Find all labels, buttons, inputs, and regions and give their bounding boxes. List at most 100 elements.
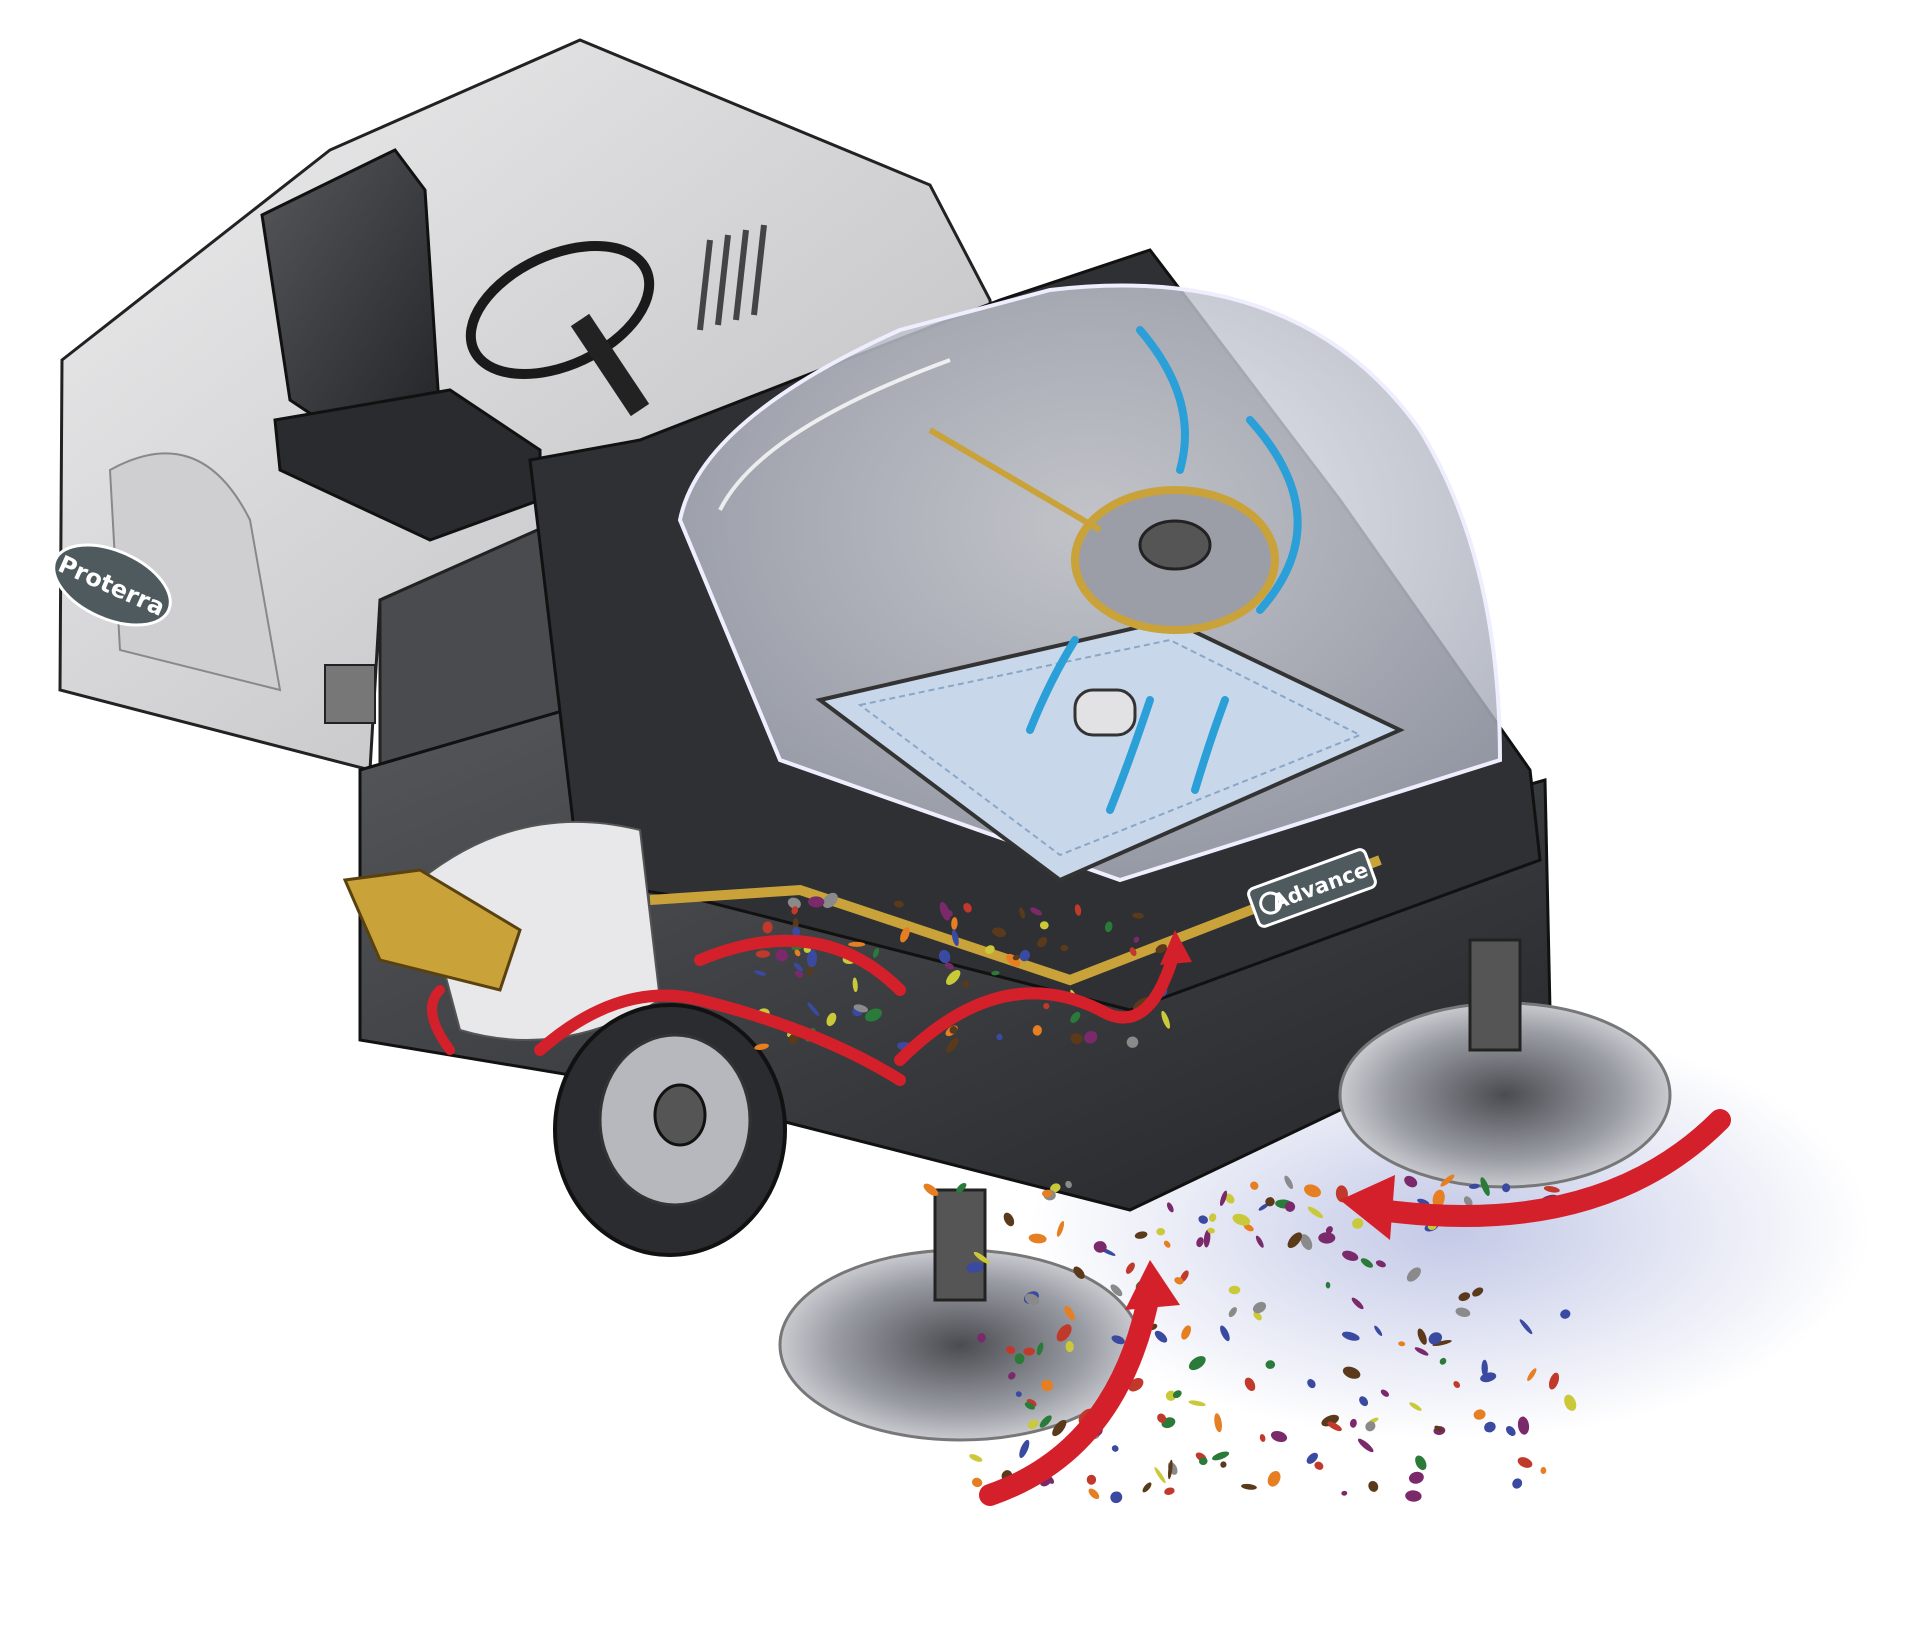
blue-arrow	[1026, 636, 1079, 734]
debris-particle	[1074, 904, 1082, 916]
debris-particle	[793, 962, 803, 972]
debris-particle	[1341, 1331, 1360, 1341]
debris-particle	[1196, 1237, 1204, 1248]
debris-particle	[1540, 1467, 1547, 1474]
debris-particle	[1111, 1445, 1119, 1452]
debris-particle	[1065, 1341, 1074, 1353]
debris-particle	[1064, 1305, 1075, 1321]
debris-particle	[1404, 1175, 1418, 1188]
arrowhead-icon	[1340, 1175, 1395, 1240]
debris-particle	[1037, 936, 1048, 948]
debris-particle	[1065, 1180, 1072, 1189]
debris-particle	[1352, 1218, 1364, 1229]
debris-particle	[794, 949, 801, 957]
debris-particle	[1306, 1452, 1318, 1464]
debris-particle	[1241, 1483, 1257, 1490]
debris-particle	[1468, 1183, 1480, 1189]
debris-particle	[1517, 1416, 1530, 1435]
proterra-badge: Proterra	[52, 543, 172, 627]
debris-particle	[1056, 1324, 1072, 1342]
debris-particle	[1070, 1011, 1081, 1023]
debris-particle	[1104, 921, 1113, 933]
debris-particle	[1284, 1201, 1296, 1212]
debris-particle	[1155, 944, 1167, 954]
debris-particle	[1405, 1490, 1422, 1502]
debris-particle	[1084, 1030, 1098, 1044]
debris-particle	[1398, 1341, 1406, 1347]
debris-particle	[1154, 1467, 1166, 1484]
debris-particle	[1125, 1262, 1135, 1274]
debris-particle	[1287, 1232, 1303, 1249]
debris-particle	[1086, 1474, 1097, 1485]
debris-particle	[806, 949, 818, 968]
debris-particle	[1154, 1330, 1168, 1343]
debris-particle	[1560, 1309, 1571, 1319]
steering-column	[570, 313, 650, 417]
debris-particle	[1060, 944, 1069, 952]
debris-particle	[1440, 1174, 1455, 1187]
debris-particle	[1030, 907, 1042, 916]
debris-particle	[1134, 1231, 1148, 1239]
debris-particle	[1408, 1471, 1424, 1484]
debris-particle	[1110, 1491, 1123, 1504]
debris-particle	[1043, 1003, 1050, 1010]
debris-particle	[1318, 1232, 1336, 1244]
debris-particle	[1003, 1212, 1015, 1227]
debris-particle	[1167, 1459, 1173, 1480]
debris-particle	[973, 1251, 990, 1264]
debris-particle	[1434, 1425, 1444, 1432]
debris-particle	[1019, 907, 1025, 919]
debris-particle	[1110, 1284, 1123, 1297]
debris-particle	[787, 897, 801, 909]
debris-particle	[977, 1333, 986, 1343]
debris-particle	[1093, 1241, 1107, 1253]
debris-particle	[1006, 953, 1021, 967]
blue-arrow	[1136, 326, 1189, 474]
debris-particle	[1253, 1311, 1262, 1321]
debris-particle	[1019, 1439, 1030, 1458]
debris-particle	[1219, 1190, 1228, 1207]
blue-arrow	[1191, 696, 1229, 794]
debris-particle	[791, 906, 799, 915]
debris-particle	[1548, 1372, 1560, 1390]
debris-particle	[1163, 1240, 1171, 1248]
debris-particle	[1073, 1266, 1085, 1279]
debris-particle	[1409, 1402, 1422, 1411]
debris-particle	[1307, 1379, 1316, 1389]
debris-particle	[1180, 1270, 1189, 1282]
debris-particle	[1428, 1332, 1443, 1345]
debris-particle	[1165, 1390, 1177, 1401]
debris-particle	[1380, 1389, 1389, 1397]
debris-particle	[1188, 1400, 1206, 1407]
debris-particle	[754, 970, 767, 976]
debris-particle	[1307, 1206, 1324, 1219]
debris-particle	[1181, 1325, 1192, 1340]
debris-particle	[1415, 1455, 1427, 1471]
debris-particle	[1325, 1226, 1333, 1234]
debris-particle	[1463, 1196, 1473, 1207]
debris-particle	[1265, 1360, 1276, 1369]
debris-particle	[1259, 1434, 1266, 1442]
brass-rail	[649, 855, 1382, 986]
debris-particle	[1365, 1421, 1376, 1432]
debris-particle	[1505, 1426, 1516, 1436]
debris-particle	[1417, 1328, 1427, 1345]
red-arrow	[694, 934, 906, 996]
red-arrow	[534, 989, 906, 1086]
debris-particle	[852, 977, 858, 993]
debris-particle	[1156, 1227, 1166, 1236]
debris-particle	[1480, 1177, 1490, 1196]
blue-airflow-arrows	[1026, 326, 1302, 814]
debris-particle	[1375, 1260, 1386, 1268]
debris-particle	[762, 921, 773, 934]
debris-particle	[971, 1477, 983, 1488]
debris-particle	[1023, 1347, 1035, 1356]
debris-particle	[1360, 1258, 1373, 1268]
debris-particle	[966, 1262, 984, 1273]
debris-particle	[1199, 1457, 1208, 1466]
debris-particle	[1224, 1193, 1235, 1204]
debris-particle	[1341, 1490, 1348, 1496]
debris-particle	[1327, 1421, 1342, 1432]
debris-particle	[755, 950, 770, 958]
